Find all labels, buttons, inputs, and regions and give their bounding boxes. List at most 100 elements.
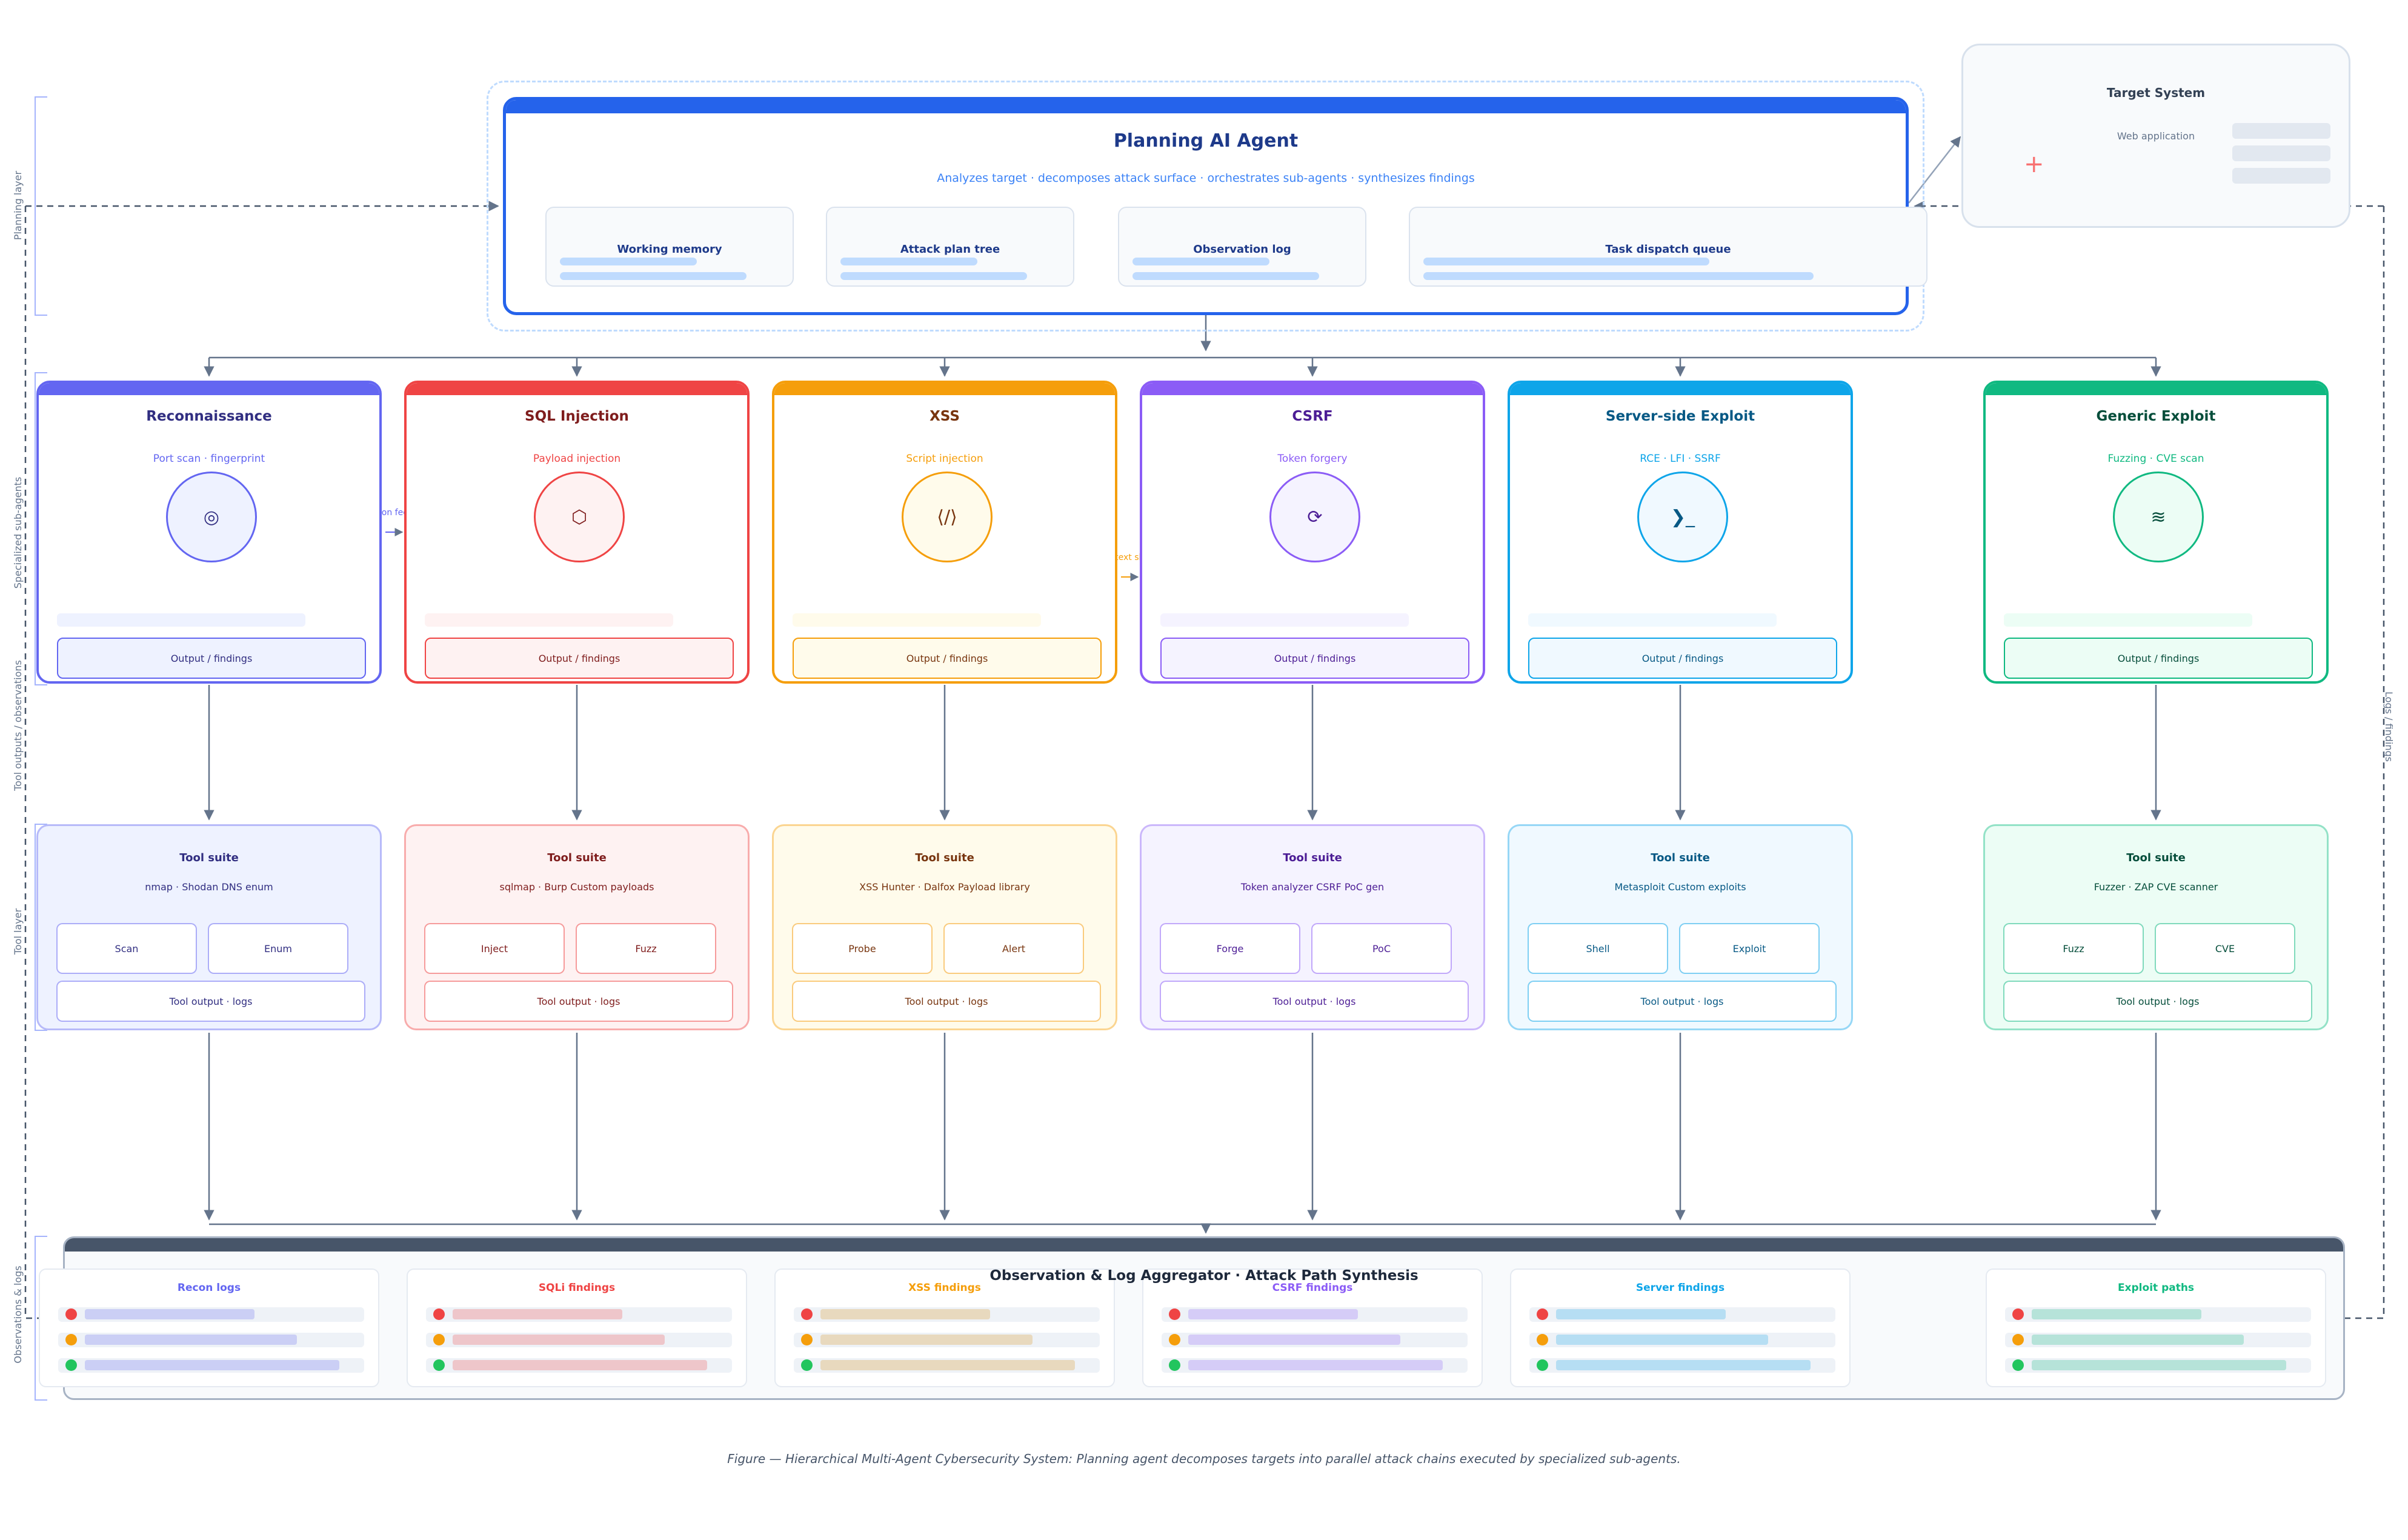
severity-dot-icon [433,1334,445,1345]
aggregator-header-bar [65,1238,2343,1252]
severity-dot-icon [1537,1308,1548,1320]
finding-row [2005,1358,2311,1373]
finding-bar [453,1335,665,1345]
side-label-tools: Tool layer [12,908,24,955]
finding-bar [1188,1309,1358,1319]
placeholder-line [57,613,305,627]
module-label: Observation log [1193,243,1291,256]
tool-button-forge[interactable]: Forge [1160,923,1300,974]
finding-bar [1188,1335,1400,1345]
placeholder-line [425,613,673,627]
finding-row [426,1358,732,1373]
agent-icon-circle: ❯_ [1637,472,1728,562]
refresh-icon: ⟳ [1307,506,1323,528]
agent-header-bar [39,383,379,395]
tool-suite-title: Tool suite [1283,852,1342,864]
output-findings-box[interactable]: Output / findings [425,638,734,679]
tool-button-enum[interactable]: Enum [208,923,348,974]
finding-row [794,1333,1100,1347]
right-feedback-line [2345,206,2385,1319]
agent-icon-circle: ⟨/⟩ [902,472,993,562]
agent-subtitle: RCE · LFI · SSRF [1640,453,1721,465]
placeholder-line [840,258,977,265]
target-system[interactable]: Target System Web application + [1961,44,2350,228]
tool-output-logs[interactable]: Tool output · logs [1528,981,1837,1022]
tool-button-scan[interactable]: Scan [56,923,197,974]
severity-dot-icon [1169,1359,1180,1371]
tool-button-fuzz[interactable]: Fuzz [2003,923,2144,974]
output-findings-box[interactable]: Output / findings [1528,638,1837,679]
tool-button-fuzz[interactable]: Fuzz [576,923,716,974]
tool-output-logs[interactable]: Tool output · logs [792,981,1101,1022]
finding-bar [2032,1335,2244,1345]
placeholder-line [793,613,1041,627]
tool-button-inject[interactable]: Inject [424,923,565,974]
tool-output-logs[interactable]: Tool output · logs [424,981,733,1022]
tool-suite-tools: Metasploit Custom exploits [1614,881,1746,893]
findings-column-title: SQLi findings [538,1282,616,1294]
target-placeholder-bar [2232,168,2330,184]
tool-output-logs[interactable]: Tool output · logs [1160,981,1469,1022]
placeholder-line [1423,272,1814,280]
finding-bar [820,1335,1033,1345]
tool-button-alert[interactable]: Alert [943,923,1084,974]
output-findings-box[interactable]: Output / findings [2004,638,2313,679]
agent-csrf[interactable]: CSRF Token forgery ⟳ Output / findings [1140,381,1485,684]
tool-suite-title: Tool suite [1651,852,1710,864]
agent-subtitle: Port scan · fingerprint [153,453,265,465]
tool-suite-title: Tool suite [547,852,607,864]
agent-subtitle: Token forgery [1277,453,1348,465]
module-task-dispatch-queue: Task dispatch queue [1409,207,1927,287]
placeholder-line [1160,613,1409,627]
placeholder-line [1528,613,1777,627]
layer-bracket-1 [35,372,47,685]
planning-agent-header-bar [506,100,1906,113]
module-working-memory: Working memory [545,207,794,287]
agent-header-bar [1142,383,1483,395]
output-findings-box[interactable]: Output / findings [793,638,1102,679]
output-findings-box[interactable]: Output / findings [57,638,366,679]
placeholder-line [1132,272,1319,280]
tool-suite-tools: XSS Hunter · Dalfox Payload library [859,881,1030,893]
tool-button-shell[interactable]: Shell [1528,923,1668,974]
agent-subtitle: Script injection [906,453,983,465]
waves-icon: ≋ [2150,506,2166,528]
findings-column: Recon logs [39,1268,379,1387]
code-icon: ⟨/⟩ [937,506,957,528]
module-label: Attack plan tree [900,243,1000,256]
finding-bar [85,1335,297,1345]
side-label-tool-outputs: Tool outputs / observations [12,660,24,791]
tool-button-probe[interactable]: Probe [792,923,933,974]
module-observation-log: Observation log [1118,207,1366,287]
finding-bar [85,1309,254,1319]
tool-output-logs[interactable]: Tool output · logs [56,981,365,1022]
planning-zone-outline [487,81,1924,332]
side-label-subagents: Specialized sub-agents [12,476,24,589]
tool-button-poc[interactable]: PoC [1311,923,1452,974]
tool-output-logs[interactable]: Tool output · logs [2003,981,2312,1022]
agent-icon-circle: ⟳ [1269,472,1360,562]
agent-title: CSRF [1292,408,1333,424]
output-findings-box[interactable]: Output / findings [1160,638,1469,679]
findings-column-title: Server findings [1635,1282,1725,1294]
finding-row [426,1333,732,1347]
tool-suite-title: Tool suite [2126,852,2186,864]
tool-button-cve[interactable]: CVE [2155,923,2295,974]
finding-row [1162,1307,1468,1322]
findings-column-title: CSRF findings [1272,1282,1353,1294]
tool-button-exploit[interactable]: Exploit [1679,923,1820,974]
side-label-observations: Observations & logs [12,1265,24,1364]
figure-caption: Figure — Hierarchical Multi-Agent Cybers… [727,1452,1681,1466]
agent-subtitle: Fuzzing · CVE scan [2107,453,2204,465]
